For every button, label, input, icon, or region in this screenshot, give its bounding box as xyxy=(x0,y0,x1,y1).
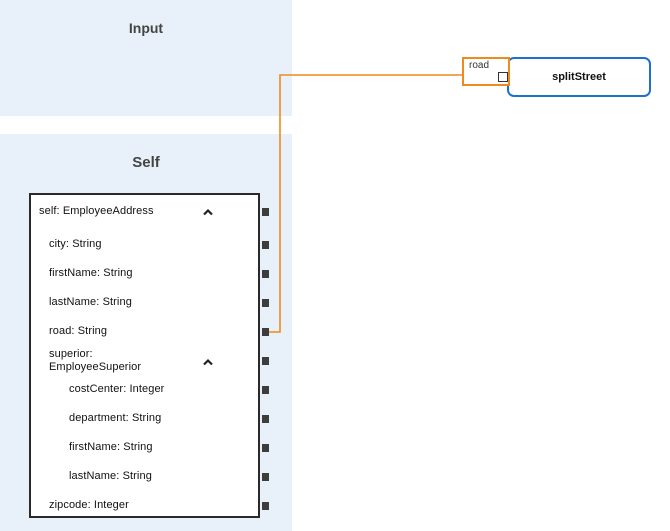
road-parameter-port[interactable] xyxy=(498,72,508,82)
field-department[interactable]: department: String xyxy=(69,412,162,424)
port-city[interactable] xyxy=(262,241,269,249)
port-department[interactable] xyxy=(262,415,269,423)
collapse-self-chevron-up-icon[interactable] xyxy=(201,207,215,217)
employee-address-type-box xyxy=(29,193,260,518)
field-zipcode[interactable]: zipcode: Integer xyxy=(49,499,129,511)
road-parameter-box[interactable]: road xyxy=(462,57,510,86)
split-street-function-node[interactable]: splitStreet xyxy=(507,57,651,97)
collapse-superior-chevron-up-icon[interactable] xyxy=(201,357,215,367)
port-zipcode[interactable] xyxy=(262,502,269,510)
field-road[interactable]: road: String xyxy=(49,325,108,337)
function-node-label: splitStreet xyxy=(552,71,606,83)
port-last-name[interactable] xyxy=(262,299,269,307)
port-superior-first-name[interactable] xyxy=(262,444,269,452)
field-cost-center[interactable]: costCenter: Integer xyxy=(69,383,165,395)
input-panel-title: Input xyxy=(128,20,164,36)
field-last-name[interactable]: lastName: String xyxy=(49,296,132,308)
self-header-label[interactable]: self: EmployeeAddress xyxy=(39,205,154,217)
field-superior-first-name[interactable]: firstName: String xyxy=(69,441,153,453)
field-city[interactable]: city: String xyxy=(49,238,102,250)
port-superior-last-name[interactable] xyxy=(262,473,269,481)
port-first-name[interactable] xyxy=(262,270,269,278)
port-road[interactable] xyxy=(262,328,269,336)
road-parameter-label: road xyxy=(469,60,490,71)
self-panel-title: Self xyxy=(132,154,160,171)
field-superior-label[interactable]: superior: xyxy=(49,348,93,360)
field-superior-type[interactable]: EmployeeSuperior xyxy=(49,361,142,373)
input-panel: Input xyxy=(0,0,292,116)
port-self[interactable] xyxy=(262,208,269,216)
port-cost-center[interactable] xyxy=(262,386,269,394)
port-superior[interactable] xyxy=(262,357,269,365)
field-first-name[interactable]: firstName: String xyxy=(49,267,133,279)
field-superior-last-name[interactable]: lastName: String xyxy=(69,470,152,482)
